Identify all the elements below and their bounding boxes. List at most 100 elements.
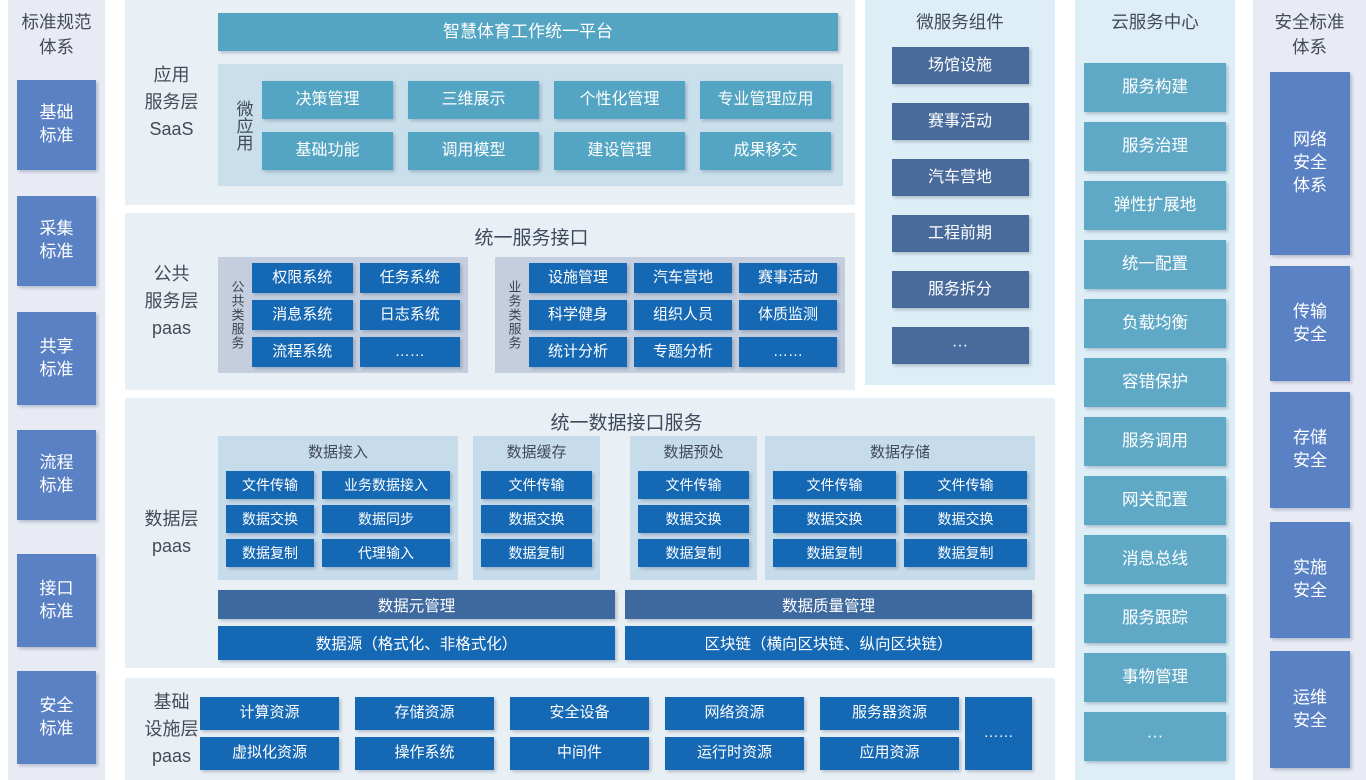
infrastructure-section: 基础 设施层 paas 计算资源 存储资源 安全设备 网络资源 服务器资源 虚拟… (125, 678, 1055, 780)
microservice-block-preconstruction: 工程前期 (891, 214, 1029, 252)
data-storage-group: 数据存储 文件传输 文件传输 数据交换 数据交换 数据复制 数据复制 (765, 436, 1035, 580)
data-block-file-transfer: 文件传输 (226, 471, 314, 499)
app-block-3d: 三维展示 (408, 80, 539, 119)
service-interface-title: 统一服务接口 (474, 228, 589, 249)
micro-apps-container: 微应用 决策管理 三维展示 个性化管理 专业管理应用 基础功能 调用模型 建设管… (218, 64, 843, 186)
standard-block-interface: 接口 标准 (17, 554, 96, 647)
data-storage-title: 数据存储 (869, 444, 930, 461)
infra-block-server: 服务器资源 (820, 697, 959, 730)
data-block-file-transfer: 文件传输 (773, 471, 896, 499)
service-block-facility: 设施管理 (529, 263, 627, 293)
data-layer-section: 数据层 paas 统一数据接口服务 数据接入 文件传输 业务数据接入 数据交换 … (125, 398, 1055, 668)
data-block-replicate: 数据复制 (773, 539, 896, 567)
cloud-block-tracking: 服务跟踪 (1084, 593, 1226, 643)
data-block-exchange: 数据交换 (638, 505, 749, 533)
microservice-block-more: ··· (891, 326, 1029, 364)
data-block-replicate: 数据复制 (638, 539, 749, 567)
business-services-group: 业务类服务 设施管理 汽车营地 赛事活动 科学健身 组织人员 体质监测 统计分析… (495, 257, 845, 373)
app-block-construction: 建设管理 (554, 131, 685, 170)
service-block-more: …… (359, 337, 460, 367)
microservice-block-events: 赛事活动 (891, 102, 1029, 140)
data-block-exchange: 数据交换 (904, 505, 1027, 533)
data-source-bar: 数据源（格式化、非格式化） (218, 626, 615, 660)
data-block-proxy-input: 代理输入 (322, 539, 450, 567)
data-layer-label: 数据层 paas (144, 509, 199, 556)
infra-block-security: 安全设备 (510, 697, 649, 730)
infra-row-2: 虚拟化资源 操作系统 中间件 运行时资源 应用资源 (200, 737, 959, 770)
data-block-biz-access: 业务数据接入 (322, 471, 450, 499)
microservice-block-split: 服务拆分 (891, 270, 1029, 308)
app-block-professional: 专业管理应用 (700, 80, 831, 119)
data-block-file-transfer: 文件传输 (638, 471, 749, 499)
data-storage-grid: 文件传输 文件传输 数据交换 数据交换 数据复制 数据复制 (773, 466, 1027, 572)
common-services-grid: 权限系统 任务系统 消息系统 日志系统 流程系统 …… (252, 263, 460, 367)
app-block-basic: 基础功能 (262, 131, 393, 170)
data-block-replicate: 数据复制 (904, 539, 1027, 567)
cloud-block-loadbalance: 负载均衡 (1084, 298, 1226, 348)
data-block-exchange: 数据交换 (481, 505, 592, 533)
saas-layer-section: 应用 服务层 SaaS 智慧体育工作统一平台 微应用 决策管理 三维展示 个性化… (125, 0, 855, 205)
cloud-block-more: ··· (1084, 711, 1226, 761)
common-services-group: 公共类服务 权限系统 任务系统 消息系统 日志系统 流程系统 …… (218, 257, 468, 373)
data-access-group: 数据接入 文件传输 业务数据接入 数据交换 数据同步 数据复制 代理输入 (218, 436, 458, 580)
cloud-block-build: 服务构建 (1084, 62, 1226, 112)
cloud-block-gateway: 网关配置 (1084, 475, 1226, 525)
data-quality-bar: 数据质量管理 (625, 590, 1032, 619)
security-block-operations: 运维 安全 (1270, 651, 1350, 768)
meta-management-bar: 数据元管理 (218, 590, 615, 619)
cloud-block-governance: 服务治理 (1084, 121, 1226, 171)
app-block-model: 调用模型 (408, 131, 539, 170)
standard-block-share: 共享 标准 (17, 312, 96, 405)
cloud-block-messagebus: 消息总线 (1084, 534, 1226, 584)
data-access-title: 数据接入 (307, 444, 368, 461)
infra-block-virtualization: 虚拟化资源 (200, 737, 339, 770)
standards-panel-title: 标准规范 体系 (21, 12, 92, 57)
service-block-task: 任务系统 (359, 263, 460, 293)
service-block-events: 赛事活动 (739, 263, 837, 293)
security-block-storage: 存储 安全 (1270, 392, 1350, 508)
standard-block-process: 流程 标准 (17, 430, 96, 520)
micro-apps-grid: 决策管理 三维展示 个性化管理 专业管理应用 基础功能 调用模型 建设管理 成果… (262, 80, 831, 170)
data-cache-grid: 文件传输 数据交换 数据复制 (481, 466, 592, 572)
infra-block-application: 应用资源 (820, 737, 959, 770)
microservice-block-venues: 场馆设施 (891, 46, 1029, 84)
service-block-people: 组织人员 (634, 300, 732, 330)
business-services-label: 业务类服务 (506, 280, 522, 350)
data-block-replicate: 数据复制 (481, 539, 592, 567)
service-block-message: 消息系统 (252, 300, 353, 330)
data-block-replicate: 数据复制 (226, 539, 314, 567)
cloud-block-faulttolerance: 容错保护 (1084, 357, 1226, 407)
standard-block-security: 安全 标准 (17, 671, 96, 764)
data-block-exchange: 数据交换 (226, 505, 314, 533)
infrastructure-layer-label: 基础 设施层 paas (144, 691, 199, 766)
service-block-camp: 汽车营地 (634, 263, 732, 293)
service-block-topic: 专题分析 (634, 337, 732, 367)
infra-block-compute: 计算资源 (200, 697, 339, 730)
data-interface-title: 统一数据接口服务 (550, 413, 703, 434)
infra-block-os: 操作系统 (355, 737, 494, 770)
service-block-flow: 流程系统 (252, 337, 353, 367)
standards-panel: 标准规范 体系 基础 标准 采集 标准 共享 标准 流程 标准 接口 标准 安全… (8, 0, 105, 780)
service-block-physique: 体质监测 (739, 300, 837, 330)
micro-apps-label: 微应用 (233, 99, 253, 151)
infra-block-storage: 存储资源 (355, 697, 494, 730)
public-service-layer-label: 公共 服务层 paas (144, 264, 199, 338)
service-block-more2: …… (739, 337, 837, 367)
service-block-fitness: 科学健身 (529, 300, 627, 330)
infra-block-network: 网络资源 (665, 697, 804, 730)
microservice-block-camp: 汽车营地 (891, 158, 1029, 196)
data-block-exchange: 数据交换 (773, 505, 896, 533)
infra-block-more: …… (965, 697, 1032, 770)
app-block-decision: 决策管理 (262, 80, 393, 119)
microservices-panel: 微服务组件 场馆设施 赛事活动 汽车营地 工程前期 服务拆分 ··· (865, 0, 1055, 385)
data-block-file-transfer: 文件传输 (904, 471, 1027, 499)
platform-header: 智慧体育工作统一平台 (218, 13, 838, 51)
security-panel-title: 安全标准 体系 (1274, 12, 1345, 57)
cloud-block-transaction: 事物管理 (1084, 652, 1226, 702)
data-cache-title: 数据缓存 (506, 444, 567, 461)
cloud-block-elastic: 弹性扩展地 (1084, 180, 1226, 230)
security-panel: 安全标准 体系 网络 安全 体系 传输 安全 存储 安全 实施 安全 运维 安全 (1253, 0, 1366, 780)
app-block-personalized: 个性化管理 (554, 80, 685, 119)
data-preprocess-title: 数据预处 (663, 444, 724, 461)
